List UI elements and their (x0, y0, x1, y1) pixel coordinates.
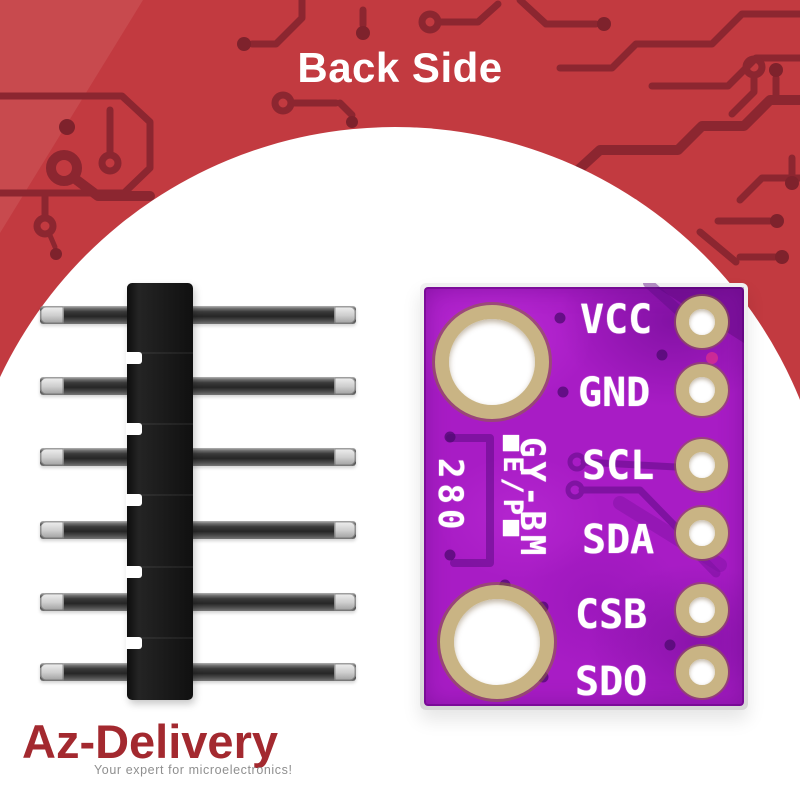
brand-tagline: Your expert for microelectronics! (94, 763, 293, 777)
page-title: Back Side (297, 44, 503, 91)
pin-pad-vcc (676, 296, 728, 348)
pcb-label-scl: SCL (582, 443, 655, 489)
header-pin (40, 377, 356, 395)
pin-tip (40, 306, 64, 324)
pin-pad-csb (676, 584, 728, 636)
header-pin (40, 663, 356, 681)
plastic-notch (126, 352, 142, 364)
pin-pad-sdo (676, 646, 728, 698)
pin-pad-gnd (676, 364, 728, 416)
silkscreen-model-line2: ■E/P■ (497, 435, 528, 542)
plastic-notch (126, 423, 142, 435)
pin-pad-scl (676, 439, 728, 491)
circuit-pattern-graphic (0, 0, 800, 266)
plastic-notch (126, 494, 142, 506)
pin-tip (40, 521, 64, 539)
pin-pad-sda (676, 507, 728, 559)
mounting-hole-bottom (440, 585, 554, 699)
brand-name: Az-Delivery (22, 715, 278, 768)
banner-highlight-wedge (0, 0, 143, 233)
pcb-label-sdo: SDO (575, 659, 648, 705)
pin-tip (40, 448, 64, 466)
pin-tip (40, 593, 64, 611)
header-plastic-body (126, 283, 193, 700)
plastic-seam (127, 423, 193, 425)
sensor-module-photo: VCC GND SCL SDA CSB SDO GY-BM ■E/P■ 280 (420, 283, 748, 710)
pin-tip (334, 448, 356, 466)
header-pin (40, 306, 356, 324)
pcb-label-csb: CSB (575, 592, 648, 638)
plastic-seam (127, 494, 193, 496)
silkscreen-model-line3: 280 (430, 458, 470, 535)
plastic-seam (127, 566, 193, 568)
header-pin (40, 521, 356, 539)
pin-tip (334, 521, 356, 539)
plastic-seam (127, 637, 193, 639)
pcb-label-sda: SDA (582, 517, 655, 563)
brand-logo: Az-Delivery Your expert for microelectro… (22, 715, 293, 778)
pin-tip (40, 377, 64, 395)
pin-tip (334, 306, 356, 324)
plastic-notch (126, 566, 142, 578)
header-pin (40, 593, 356, 611)
pin-tip (334, 593, 356, 611)
pin-tip (334, 377, 356, 395)
pin-tip (40, 663, 64, 681)
plastic-notch (126, 637, 142, 649)
mounting-hole-top (435, 305, 549, 419)
plastic-seam (127, 352, 193, 354)
pcb-label-vcc: VCC (580, 297, 653, 343)
header-pin (40, 448, 356, 466)
pcb-label-gnd: GND (578, 370, 651, 416)
pin-tip (334, 663, 356, 681)
